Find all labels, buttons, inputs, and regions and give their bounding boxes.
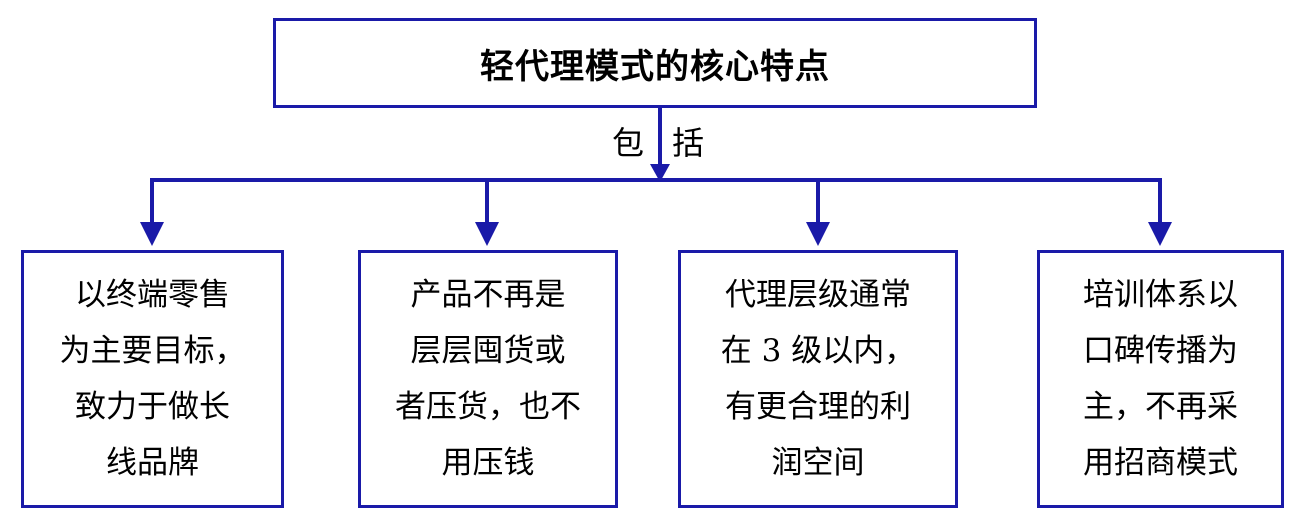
trunk-arrow	[650, 164, 670, 182]
title-text: 轻代理模式的核心特点	[480, 46, 830, 87]
child-node-3-text: 代理层级通常 在 3 级以内， 有更合理的利 润空间	[720, 277, 916, 481]
child-node-2-text: 产品不再是 层层囤货或 者压货，也不 用压钱	[395, 277, 581, 481]
child-node-1-text: 以终端零售 为主要目标， 致力于做长 线品牌	[59, 277, 246, 481]
drop-arrow-4	[1148, 222, 1172, 246]
child-node-4: 培训体系以 口碑传播为 主，不再采 用招商模式	[1037, 250, 1284, 508]
child-node-4-text: 培训体系以 口碑传播为 主，不再采 用招商模式	[1083, 277, 1238, 481]
title-node: 轻代理模式的核心特点	[273, 18, 1037, 108]
drop-arrow-3	[806, 222, 830, 246]
child-node-1: 以终端零售 为主要目标， 致力于做长 线品牌	[21, 250, 284, 508]
drop-arrow-1	[140, 222, 164, 246]
drop-arrow-2	[475, 222, 499, 246]
child-node-3: 代理层级通常 在 3 级以内， 有更合理的利 润空间	[678, 250, 958, 508]
child-node-2: 产品不再是 层层囤货或 者压货，也不 用压钱	[358, 250, 618, 508]
connector-label: 包括	[612, 124, 733, 162]
